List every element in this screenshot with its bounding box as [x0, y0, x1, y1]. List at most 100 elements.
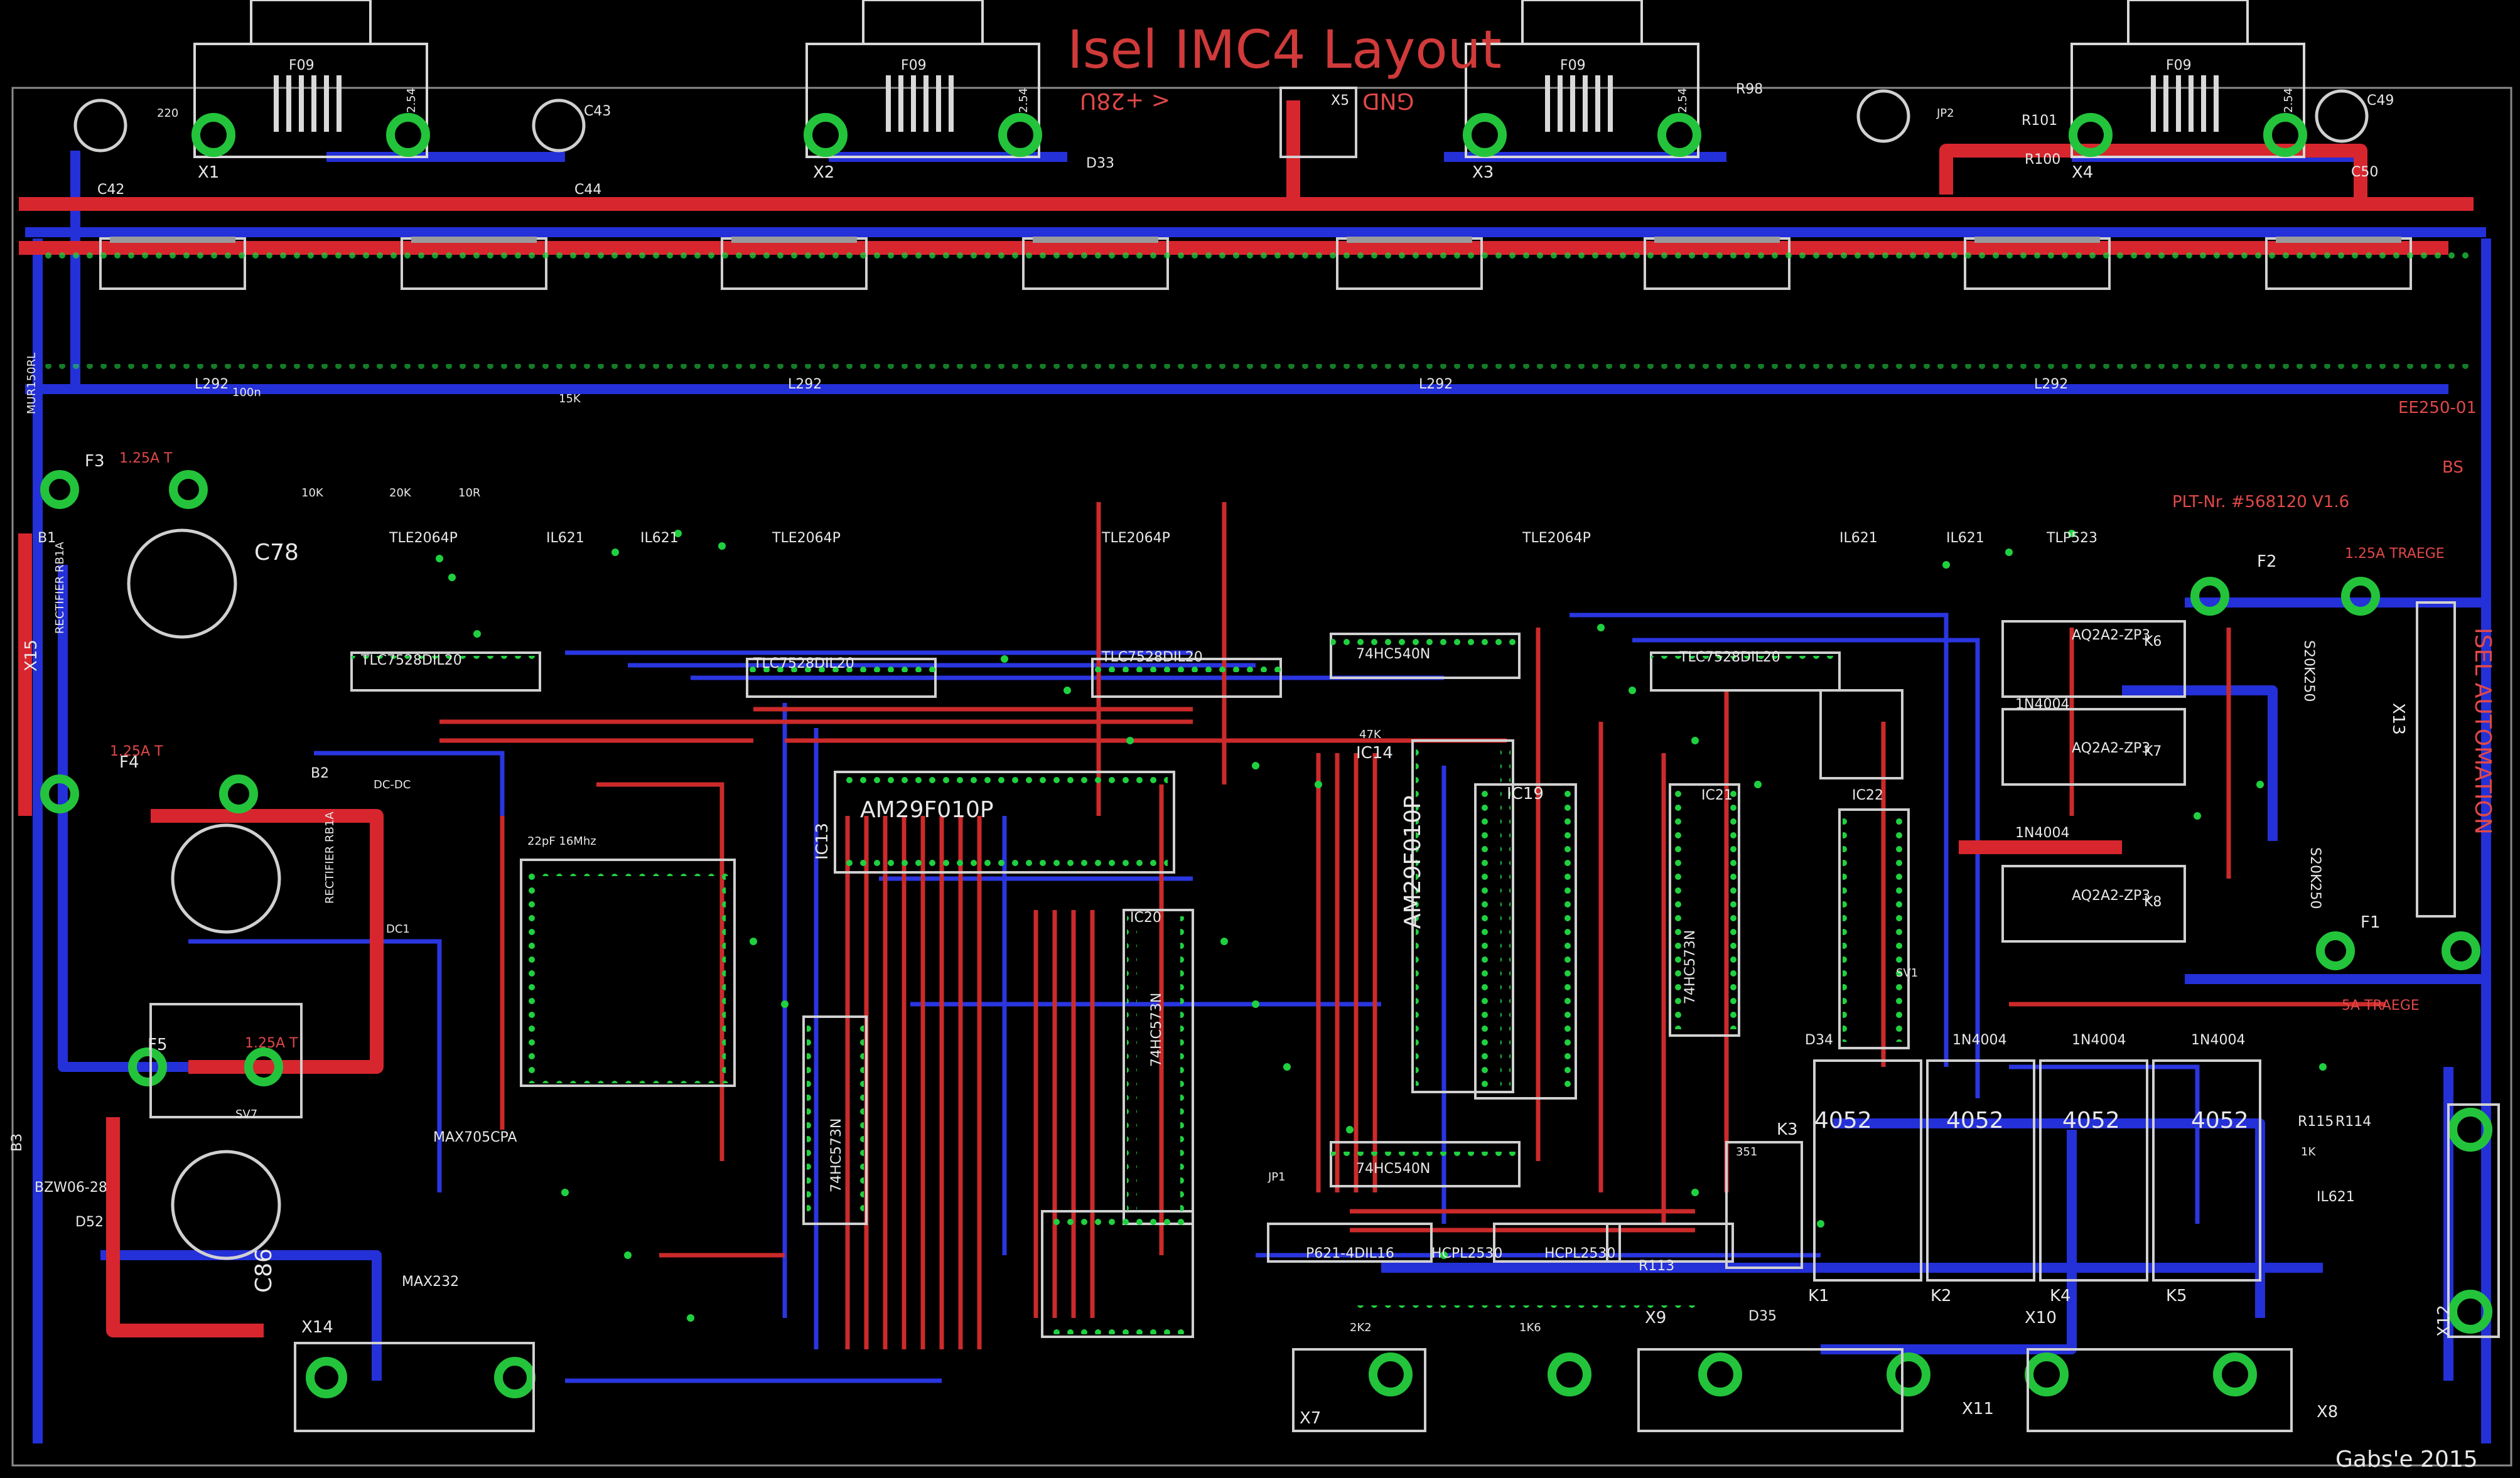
relay-4052-label-4: 4052 — [2191, 1108, 2249, 1133]
central-ic-outlines — [350, 633, 1910, 1338]
resistor-r101-label: R101 — [2022, 113, 2058, 129]
dc-dc-label: DC-DC — [374, 778, 411, 791]
relay-k8-label: K8 — [2144, 894, 2162, 910]
relay-k3-label: K3 — [1777, 1120, 1798, 1139]
electrolytic-capacitors — [73, 89, 2369, 1260]
jumper-jp1-label: JP1 — [1268, 1170, 1286, 1184]
relay-4052-label-1: 4052 — [1814, 1108, 1872, 1133]
bridge-b3-label: B3 — [9, 1133, 25, 1152]
fuse-f3-label: F3 — [85, 452, 105, 471]
rectifier-1-label: RECTIFIER RB1A — [53, 542, 67, 634]
optocoupler-5-label: IL621 — [2317, 1189, 2355, 1205]
connector-x8-label: X8 — [2317, 1403, 2339, 1422]
ic22-label: IC22 — [1852, 788, 1883, 803]
optocoupler-p621-label: P621-4DIL16 — [1306, 1246, 1394, 1261]
connector-f09-label-3: F09 — [1560, 58, 1586, 73]
opamp-2-label: TLE2064P — [772, 530, 841, 546]
connector-x12-label: X12 — [2435, 1305, 2453, 1337]
buffer-1-label: 74HC540N — [1356, 646, 1431, 662]
diode-1n4004-label-2: 1N4004 — [2072, 1032, 2126, 1048]
connector-x4-label: X4 — [2072, 163, 2094, 182]
fuse-f1-value: 5A TRAEGE — [2342, 998, 2420, 1014]
isel-automation-label: ISEL AUTOMATION — [2470, 628, 2496, 835]
fuse-f2-value: 1.25A TRAEGE — [2345, 546, 2445, 562]
cap-c44-label: C44 — [574, 182, 602, 198]
supervisor-label: MAX705CPA — [433, 1130, 517, 1145]
diode-1n4004-label-5: 1N4004 — [2015, 825, 2070, 841]
diode-d34-label: D34 — [1805, 1032, 1833, 1048]
optocoupler-tlp-label: TLP523 — [2047, 530, 2097, 546]
fuse-f2-label: F2 — [2257, 552, 2277, 571]
varistor-label-1: S20K250 — [2301, 640, 2317, 702]
optocoupler-4-label: IL621 — [1946, 530, 1984, 546]
ssr-label-2: AQ2A2-ZP3 — [2072, 741, 2151, 756]
bridge-driver-label-3: L292 — [1419, 377, 1453, 392]
resistor-r115-label: R115 — [2298, 1114, 2334, 1130]
pitch-label-3: 2.54 — [1676, 87, 1689, 113]
pitch-label-2: 2.54 — [1017, 87, 1030, 113]
cap-c49-label: C49 — [2367, 93, 2394, 109]
cap-c50-label: C50 — [2351, 164, 2379, 180]
diode-d52-label: D52 — [75, 1214, 104, 1230]
cap-c42-label: C42 — [97, 182, 125, 198]
board-code: EE250-01 — [2398, 399, 2477, 417]
connector-x10-label: X10 — [2025, 1309, 2057, 1327]
ic20-label: IC20 — [1130, 910, 1161, 926]
dac-4-label: TLC7528DIL20 — [1679, 650, 1780, 665]
fuse-f5-value: 1.25A T — [245, 1036, 298, 1051]
jumper-jp2-label: JP2 — [1937, 107, 1954, 120]
ssr-label-3: AQ2A2-ZP3 — [2072, 888, 2151, 904]
bridge-b1-label: B1 — [38, 530, 57, 546]
tvs-diode-label: BZW06-28 — [35, 1180, 107, 1196]
resistor-r100-label: R100 — [2025, 152, 2061, 168]
relay-k4-label: K4 — [2050, 1287, 2071, 1305]
diode-1n4004-label-3: 1N4004 — [2191, 1032, 2246, 1048]
top-layer-power-tracks — [18, 100, 2474, 1337]
optocoupler-hcpl-1-label: HCPL2530 — [1431, 1246, 1503, 1261]
resistor-value-1k: 1K — [2301, 1145, 2316, 1159]
header-sv1-label: SV1 — [1896, 967, 1919, 980]
fuse-f5-label: F5 — [148, 1036, 168, 1054]
ic19-label: IC19 — [1507, 785, 1544, 803]
ic14-label: IC14 — [1356, 744, 1393, 763]
oscillator-label: 22pF 16Mhz — [527, 835, 596, 848]
fuse-f3-value: 1.25A T — [119, 451, 173, 466]
resistor-value-1k6: 1K6 — [1519, 1321, 1541, 1334]
connector-x14-label: X14 — [301, 1318, 333, 1337]
resistor-value-220: 220 — [157, 107, 179, 120]
relay-k6-label: K6 — [2144, 634, 2162, 650]
relay-k1-label: K1 — [1808, 1287, 1829, 1305]
latch-1-label: 74HC573N — [1683, 929, 1698, 1004]
rectifier-2-label: RECTIFIER RB1A — [323, 811, 337, 904]
board-title: Isel IMC4 Layout — [1067, 19, 1502, 80]
optocoupler-1-label: IL621 — [546, 530, 584, 546]
connector-x11-label: X11 — [1962, 1400, 1994, 1418]
resistor-value-15k: 15K — [559, 392, 581, 405]
ic21-label: IC21 — [1701, 788, 1733, 803]
connector-x13-label: X13 — [2389, 703, 2408, 735]
rs232-driver-label: MAX232 — [402, 1274, 460, 1290]
cap-c78-label: C78 — [254, 540, 299, 565]
fuse-f4-label: F4 — [119, 753, 139, 772]
footer-credit: Gabs'e 2015 — [2335, 1447, 2478, 1472]
resistor-value-10r: 10R — [458, 486, 481, 500]
relay-k7-label: K7 — [2144, 744, 2162, 759]
connector-x9-label: X9 — [1645, 1309, 1667, 1327]
dac-3-label: TLC7528DIL20 — [1102, 650, 1203, 665]
fuse-f4-value: 1.25A T — [110, 744, 163, 759]
connector-f09-label-4: F09 — [2166, 58, 2192, 73]
pitch-label-1: 2.54 — [405, 87, 418, 113]
connector-pin-lines — [274, 75, 2219, 132]
gnd-label: GND — [1362, 88, 1414, 114]
resistor-value-10k: 10K — [301, 486, 323, 500]
resistor-value-20k: 20K — [389, 486, 411, 500]
opamp-3-label: TLE2064P — [1102, 530, 1170, 546]
ic-pad-rows — [38, 251, 2474, 1334]
relay-4052-label-3: 4052 — [2062, 1108, 2120, 1133]
dac-2-label: TLC7528DIL20 — [753, 656, 854, 672]
cap-value-100n: 100n — [232, 386, 261, 399]
connector-x15-label: X15 — [22, 640, 41, 672]
diode-mur-label: MUR150RL — [25, 352, 38, 414]
pitch-label-4: 2.54 — [2282, 87, 2295, 113]
